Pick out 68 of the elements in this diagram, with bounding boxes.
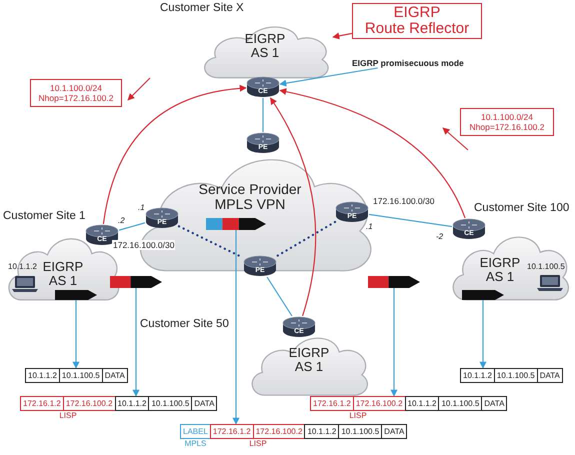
callout-text: Nhop=172.16.100.2 — [470, 122, 544, 132]
arrow — [132, 288, 140, 397]
cloud-label: EIGRP AS 1 — [244, 32, 286, 60]
interface-label: -2 — [436, 232, 444, 242]
header-field: 172.16.1.2 — [20, 396, 64, 411]
annotation-text: EIGRP promisecuous mode — [352, 58, 464, 68]
cloud-label: EIGRP AS 1 — [42, 260, 84, 288]
header-field: 172.16.1.2 — [310, 396, 354, 411]
arrow — [390, 288, 398, 397]
header-field: 10.1.100.5 — [148, 396, 192, 411]
site-heading: Customer Site 1 — [3, 210, 86, 222]
callout-text: 10.1.100.0/24 — [50, 83, 102, 93]
protocol-label: LISP — [248, 439, 268, 448]
callout-text: 10.1.100.0/24 — [481, 112, 533, 122]
callout-box — [352, 3, 482, 39]
header-field: DATA — [102, 368, 128, 383]
header-field: DATA — [481, 396, 508, 411]
header-field: 10.1.1.2 — [404, 396, 440, 411]
arrow — [232, 230, 240, 425]
header-field: 10.1.100.5 — [494, 368, 538, 383]
connector — [266, 276, 292, 316]
header-field: 172.16.100.2 — [252, 424, 306, 439]
header-field: 10.1.100.5 — [338, 424, 382, 439]
interface-label: .2 — [118, 216, 125, 226]
ip-address-label: 10.1.1.2 — [8, 262, 37, 272]
protocol-label: MPLS — [184, 439, 208, 448]
header-field: 172.16.1.2 — [210, 424, 254, 439]
site-heading: Customer Site 100 — [474, 202, 570, 214]
callout-text: Route Reflector — [364, 21, 470, 38]
header-field: 172.16.100.2 — [352, 396, 406, 411]
connector — [118, 222, 146, 231]
callout-box — [460, 108, 554, 136]
edge-label: 172.16.100.0/30 — [112, 240, 176, 250]
site-heading: Customer Site X — [160, 2, 244, 14]
cloud-label: EIGRP AS 1 — [288, 346, 330, 374]
cloud-label: Service Provider MPLS VPN — [198, 182, 302, 212]
header-field: LABEL — [180, 424, 211, 439]
interface-label: .1 — [138, 203, 145, 213]
protocol-label: LISP — [58, 411, 78, 420]
header-field: DATA — [191, 396, 218, 411]
callout-text: EIGRP — [394, 4, 440, 21]
header-field: DATA — [381, 424, 408, 439]
leader-line — [279, 67, 378, 87]
header-field: 10.1.1.2 — [25, 368, 60, 383]
header-field: 10.1.100.5 — [438, 396, 482, 411]
header-field: 10.1.1.2 — [304, 424, 340, 439]
route-update-arrow — [102, 85, 247, 224]
cloud-label: EIGRP AS 1 — [478, 256, 522, 284]
callout-box — [30, 79, 122, 107]
route-update-arrow — [279, 88, 466, 218]
arrow — [480, 300, 486, 369]
header-field: 172.16.100.2 — [62, 396, 116, 411]
header-field: 10.1.100.5 — [58, 368, 103, 383]
connector — [262, 98, 264, 132]
connector — [276, 220, 336, 258]
ip-address-label: 10.1.100.5 — [527, 262, 565, 272]
protocol-label: LISP — [348, 411, 368, 420]
arrow — [72, 300, 80, 369]
header-field: DATA — [536, 368, 563, 383]
interface-label: .1 — [366, 222, 373, 232]
route-update-arrow — [270, 97, 316, 316]
edge-label: 172.16.100.0/30 — [372, 196, 436, 206]
callout-text: Nhop=172.16.100.2 — [38, 93, 114, 103]
header-field: 10.1.1.2 — [114, 396, 150, 411]
leader-line — [332, 32, 352, 40]
connector — [368, 214, 452, 228]
header-field: 10.1.1.2 — [460, 368, 495, 383]
site-heading: Customer Site 50 — [140, 318, 229, 330]
